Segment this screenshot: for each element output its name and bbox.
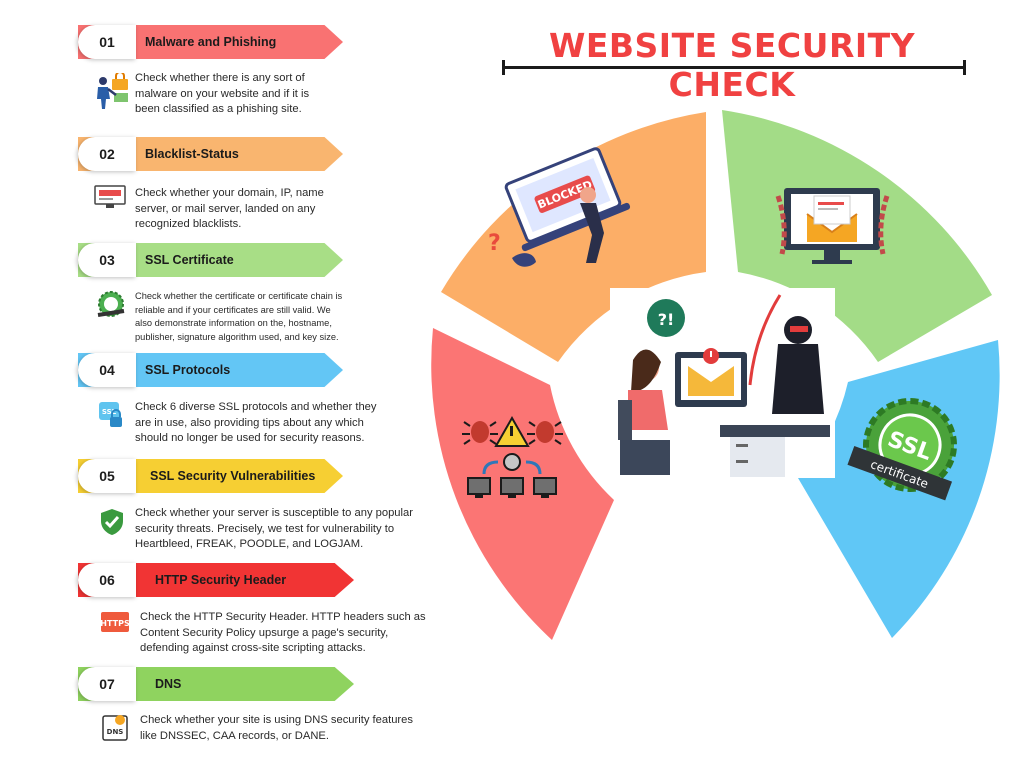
list-item-blacklist-status: 02 Blacklist-Status Check whether your d… [78, 137, 438, 237]
description-line: Check whether your site is using DNS sec… [140, 714, 413, 726]
description-line: Heartbleed, FREAK, POODLE, and LOGJAM. [135, 538, 364, 550]
item-tab: 06 HTTP Security Header [78, 563, 354, 597]
question-bubble-icon [647, 299, 685, 337]
description-line: server, or mail server, landed on any [135, 202, 316, 215]
item-number: 04 [78, 353, 136, 387]
description-line: are in use, also providing tips about an… [135, 416, 364, 429]
https-label: HTTPS [100, 619, 130, 628]
item-title: DNS [155, 677, 182, 691]
item-tab: 07 DNS [78, 667, 354, 701]
list-item-ssl-security-vulnerabilities: 05 SSL Security Vulnerabilities Check wh… [78, 459, 438, 559]
orange-segment [441, 112, 706, 362]
malware-network-icon [462, 415, 563, 498]
item-description: Check whether your domain, IP, name serv… [135, 186, 324, 233]
item-description: Check whether your server is susceptible… [135, 506, 413, 553]
list-item-dns: 07 DNS DNS Check whether your site is us… [78, 667, 438, 762]
item-title: SSL Certificate [145, 253, 234, 267]
question-mark-icon: ? [488, 231, 501, 256]
ssl-badge-icon: SSL certificate [847, 398, 957, 501]
item-title: SSL Security Vulnerabilities [150, 469, 316, 483]
description-line: publisher, signature algorithm used, and… [135, 331, 339, 342]
question-bubble-label: ?! [658, 310, 675, 329]
description-line: should no longer be used for security re… [135, 432, 365, 444]
description-line: Content Security Policy upsurge a page's… [140, 626, 389, 639]
bug-icon [462, 421, 498, 445]
ssl-certificate-icon [97, 291, 125, 317]
list-item-malware-phishing: 01 Malware and Phishing Check whether th… [78, 25, 438, 125]
item-tab: 01 Malware and Phishing [78, 25, 343, 59]
item-description: Check whether your site is using DNS sec… [140, 713, 413, 744]
description-line: recognized blacklists. [135, 218, 242, 230]
list-item-http-security-header: 06 HTTP Security Header HTTPS Check the … [78, 563, 438, 663]
description-line: Check whether your domain, IP, name [135, 187, 324, 199]
item-title: Malware and Phishing [145, 35, 277, 49]
phishing-scene-illustration: ?! [610, 288, 835, 478]
ssl-lock-icon: SSL [99, 402, 122, 427]
item-title: HTTP Security Header [155, 573, 287, 587]
item-title: Blacklist-Status [145, 147, 239, 161]
description-line: Check the HTTP Security Header. HTTP hea… [140, 611, 426, 623]
security-wheel: BLOCKED ? [431, 110, 1000, 640]
computer-icon [467, 477, 557, 498]
item-tab: 02 Blacklist-Status [78, 137, 343, 171]
svg-text:SSL: SSL [102, 408, 117, 416]
description-line: defending against cross-site scripting a… [140, 642, 366, 654]
description-line: Check 6 diverse SSL protocols and whethe… [135, 401, 377, 413]
fishing-rod-icon [748, 294, 782, 386]
page-title: WEBSITE SECURITY CHECK [548, 26, 916, 104]
blacklist-icon [94, 185, 126, 208]
item-number: 07 [78, 667, 136, 701]
item-description: Check whether there is any sort of malwa… [135, 71, 309, 118]
item-number: 02 [78, 137, 136, 171]
https-icon: HTTPS [100, 612, 130, 632]
description-line: also demonstrate information on the, hos… [135, 318, 332, 328]
description-line: been classified as a phishing site. [135, 103, 302, 115]
hacker-figure-icon [512, 187, 604, 267]
item-description: Check 6 diverse SSL protocols and whethe… [135, 400, 377, 447]
email-chained-monitor-icon [775, 188, 890, 264]
dns-label: DNS [107, 728, 124, 736]
bug-icon [527, 421, 563, 445]
description-line: security threats. Precisely, we test for… [135, 522, 395, 535]
list-item-ssl-protocols: 04 SSL Protocols SSL Check 6 diverse SSL… [78, 353, 438, 453]
item-number: 03 [78, 243, 136, 277]
item-tab: 05 SSL Security Vulnerabilities [78, 459, 343, 493]
item-description: Check the HTTP Security Header. HTTP hea… [140, 610, 426, 657]
item-number: 06 [78, 563, 136, 597]
shield-check-icon [101, 509, 123, 535]
envelope-icon [688, 366, 734, 396]
description-line: Check whether your server is susceptible… [135, 507, 413, 519]
item-title: SSL Protocols [145, 363, 231, 377]
description-line: malware on your website and if it is [135, 87, 310, 100]
malware-phishing-icon [97, 73, 128, 109]
description-line: like DNSSEC, CAA records, or DANE. [140, 729, 329, 742]
title-underline [502, 60, 966, 75]
item-number: 01 [78, 25, 136, 59]
list-item-ssl-certificate: 03 SSL Certificate Check whether the cer… [78, 243, 438, 343]
item-tab: 03 SSL Certificate [78, 243, 343, 277]
item-number: 05 [78, 459, 136, 493]
description-line: reliable and if your certificates are st… [135, 304, 331, 315]
description-line: Check whether there is any sort of [135, 72, 305, 84]
dns-icon: DNS [102, 715, 128, 741]
item-tab: 04 SSL Protocols [78, 353, 343, 387]
description-line: Check whether the certificate or certifi… [135, 291, 343, 301]
skull-icon [503, 453, 521, 471]
item-description: Check whether the certificate or certifi… [135, 290, 342, 344]
